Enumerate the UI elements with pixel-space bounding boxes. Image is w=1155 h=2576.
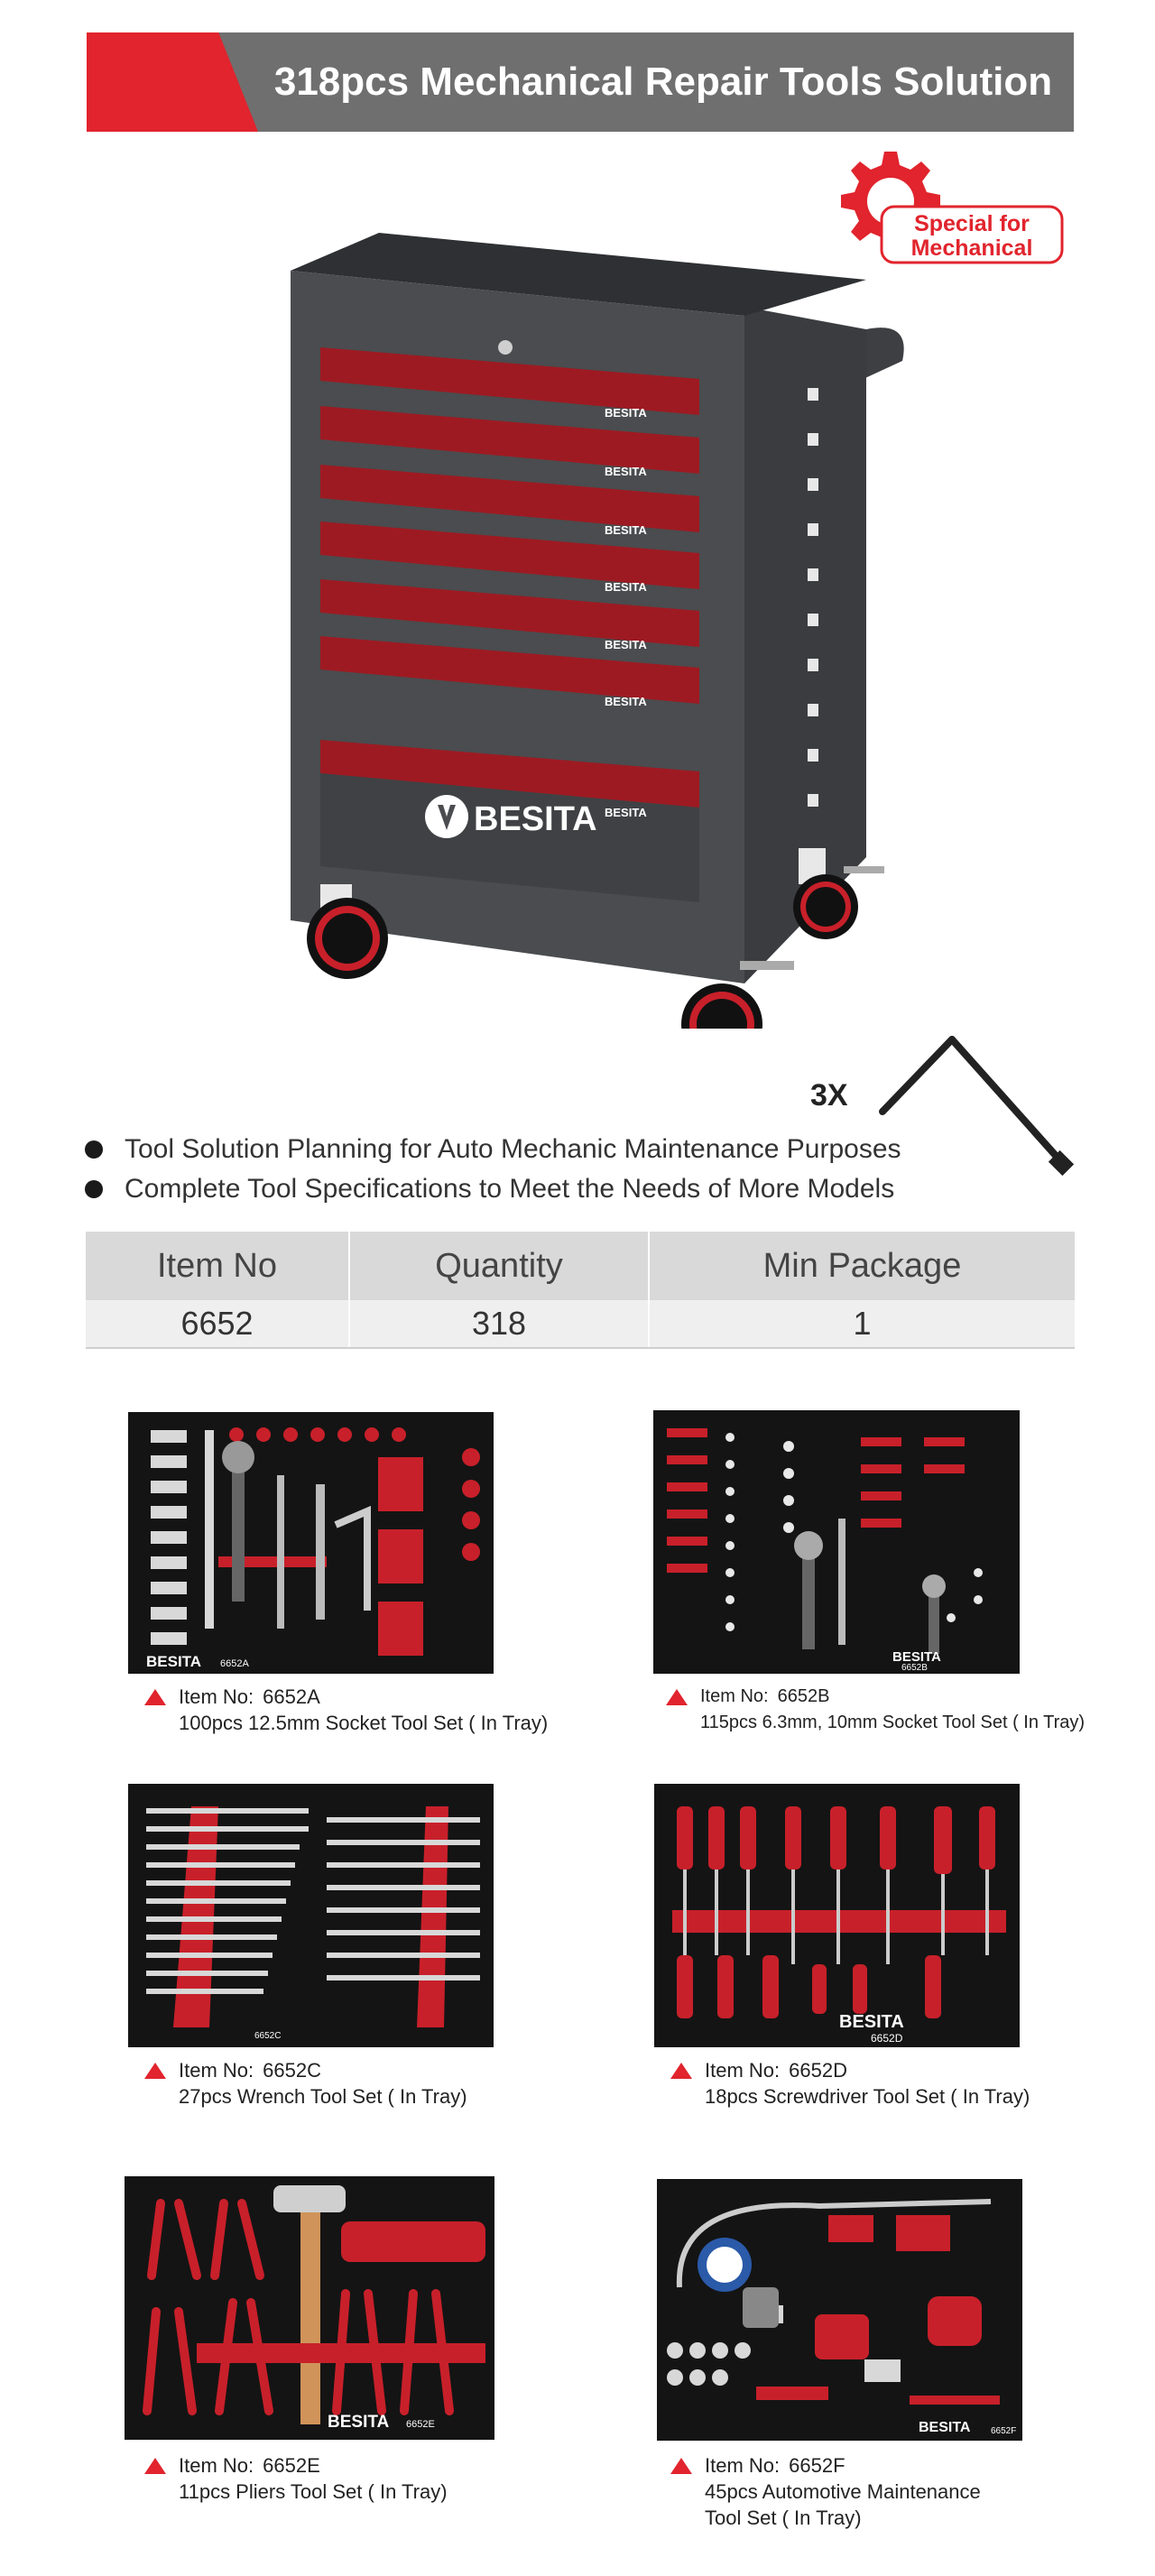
table-row: 6652 318 1: [86, 1300, 1075, 1349]
feature-list: Tool Solution Planning for Auto Mechanic…: [83, 1130, 901, 1209]
caption-6652c: Item No:6652C 27pcs Wrench Tool Set ( In…: [144, 2057, 467, 2110]
drawer-label: BESITA: [605, 638, 647, 651]
drawer-label: BESITA: [605, 806, 647, 819]
tray-brand: BESITA: [839, 2012, 904, 2032]
bullet-icon: [85, 1180, 103, 1198]
tray-image-6652e: BESITA 6652E: [125, 2176, 494, 2440]
caster-wheel: [307, 884, 388, 979]
tray-brand: BESITA: [919, 2420, 971, 2435]
table-cell: 6652: [86, 1300, 350, 1349]
triangle-icon: [144, 2063, 166, 2079]
drawer-label: BESITA: [605, 523, 647, 537]
tray-image-6652f: BESITA 6652F: [657, 2179, 1022, 2441]
tool-cabinet-image: BESITA BESITA BESITA BESITA BESITA BESIT…: [280, 144, 929, 1065]
tray-code: 6652E: [406, 2419, 435, 2430]
feature-item: Complete Tool Specifications to Meet the…: [83, 1169, 901, 1209]
tray-code: 6652D: [871, 2032, 903, 2045]
page-title: 318pcs Mechanical Repair Tools Solution: [273, 60, 1053, 104]
cabinet-brand: BESITA: [474, 800, 597, 838]
table-header: Min Package: [649, 1232, 1075, 1300]
t-bar-wrench-icon: [794, 1029, 1083, 1196]
special-badge: Special for Mechanical: [817, 147, 1069, 287]
triangle-icon: [144, 2458, 166, 2474]
caster-wheel: [681, 983, 762, 1065]
caption-6652d: Item No:6652D 18pcs Screwdriver Tool Set…: [670, 2057, 1030, 2110]
triangle-icon: [666, 1689, 688, 1705]
drawer-label: BESITA: [605, 580, 647, 594]
drawer-label: BESITA: [605, 465, 647, 478]
tray-image-6652c: 6652C: [128, 1784, 494, 2047]
table-header: Quantity: [349, 1232, 650, 1300]
accessory-quantity: 3X: [810, 1078, 848, 1113]
caption-6652b: Item No:6652B 115pcs 6.3mm, 10mm Socket …: [666, 1684, 1085, 1736]
tray-image-6652d: BESITA 6652D: [654, 1784, 1020, 2047]
table-cell: 1: [649, 1300, 1075, 1349]
tray-brand: BESITA: [146, 1653, 201, 1670]
tray-brand: BESITA: [892, 1649, 941, 1665]
triangle-icon: [670, 2063, 692, 2079]
caster-wheel: [793, 848, 884, 939]
bullet-icon: [85, 1140, 103, 1159]
badge-line2: Mechanical: [911, 235, 1033, 261]
caption-6652f: Item No:6652F 45pcs Automotive Maintenan…: [670, 2452, 981, 2531]
feature-item: Tool Solution Planning for Auto Mechanic…: [83, 1130, 901, 1169]
spec-table: Item No Quantity Min Package 6652 318 1: [86, 1232, 1075, 1349]
caption-6652a: Item No:6652A 100pcs 12.5mm Socket Tool …: [144, 1684, 548, 1736]
tray-brand: BESITA: [328, 2413, 390, 2432]
triangle-icon: [670, 2458, 692, 2474]
triangle-icon: [144, 1689, 166, 1705]
tray-code: 6652F: [991, 2426, 1016, 2436]
table-cell: 318: [349, 1300, 650, 1349]
tray-code: 6652A: [220, 1658, 249, 1669]
drawer-label: BESITA: [605, 406, 647, 420]
tray-code: 6652C: [254, 2031, 281, 2041]
tray-code: 6652B: [901, 1663, 928, 1673]
table-header-row: Item No Quantity Min Package: [86, 1232, 1075, 1300]
table-header: Item No: [86, 1232, 350, 1300]
tray-image-6652b: BESITA 6652B: [653, 1410, 1020, 1674]
drawer-label: BESITA: [605, 695, 647, 708]
caption-6652e: Item No:6652E 11pcs Pliers Tool Set ( In…: [144, 2452, 448, 2505]
badge-line1: Special for: [914, 211, 1030, 236]
tray-image-6652a: BESITA 6652A: [128, 1412, 494, 1674]
